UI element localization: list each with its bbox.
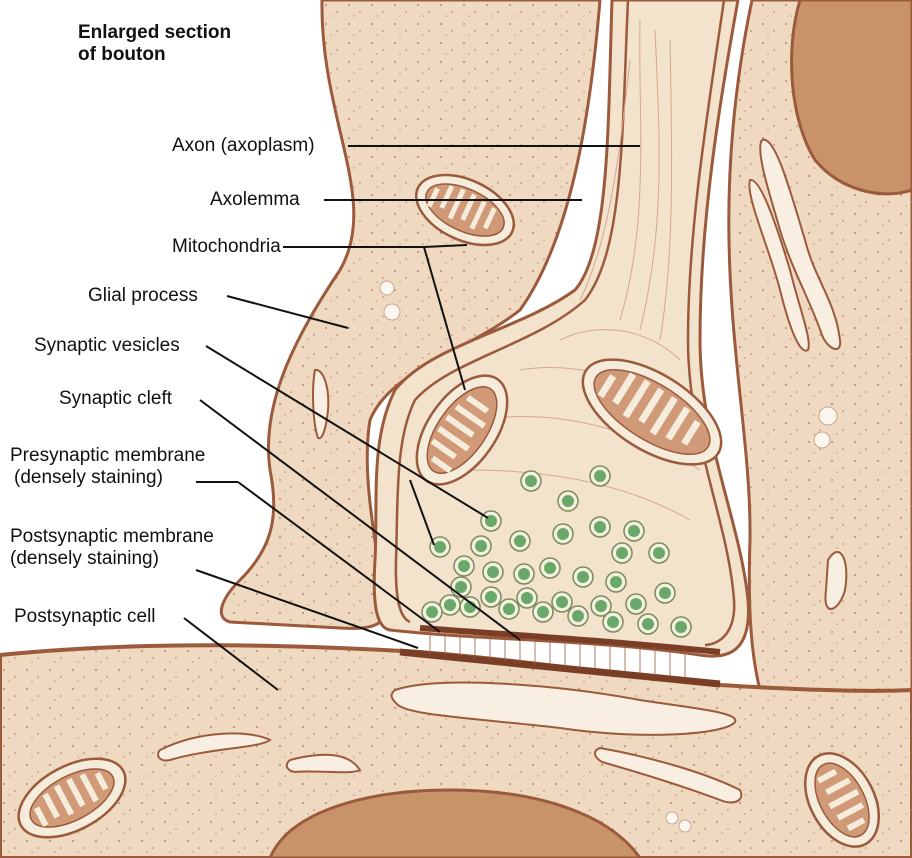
label-postsynaptic-membrane: Postsynaptic membrane (densely staining) bbox=[10, 526, 214, 570]
synaptic-vesicle-core bbox=[630, 598, 642, 610]
label-presynaptic-membrane: Presynaptic membrane (densely staining) bbox=[10, 445, 205, 489]
synaptic-vesicle-core bbox=[556, 596, 568, 608]
synaptic-vesicle-core bbox=[487, 566, 499, 578]
synaptic-vesicle-core bbox=[594, 470, 606, 482]
synaptic-vesicle-core bbox=[444, 599, 456, 611]
label-mitochondria: Mitochondria bbox=[172, 236, 281, 258]
synaptic-vesicle-core bbox=[610, 576, 622, 588]
synaptic-vesicle-core bbox=[426, 606, 438, 618]
label-postsynaptic-cell: Postsynaptic cell bbox=[14, 606, 156, 628]
synaptic-vesicle-core bbox=[518, 568, 530, 580]
synaptic-vesicle-core bbox=[503, 603, 515, 615]
label-axolemma: Axolemma bbox=[210, 189, 300, 211]
synaptic-vesicle-core bbox=[544, 562, 556, 574]
synaptic-vesicle-core bbox=[642, 618, 654, 630]
diagram-title: Enlarged section of bouton bbox=[78, 22, 231, 66]
label-presynaptic-line-1: Presynaptic membrane bbox=[10, 445, 205, 467]
synaptic-vesicle-core bbox=[475, 540, 487, 552]
synaptic-vesicle-core bbox=[525, 475, 537, 487]
synaptic-vesicle-core bbox=[659, 587, 671, 599]
synaptic-vesicle-core bbox=[577, 571, 589, 583]
synaptic-vesicle-core bbox=[458, 560, 470, 572]
label-glial-process: Glial process bbox=[88, 285, 198, 307]
label-axon: Axon (axoplasm) bbox=[172, 135, 315, 157]
synaptic-vesicle-core bbox=[616, 547, 628, 559]
synaptic-vesicle-core bbox=[455, 581, 467, 593]
synaptic-vesicle-core bbox=[653, 547, 665, 559]
label-synaptic-cleft: Synaptic cleft bbox=[59, 388, 172, 410]
synaptic-vesicle-core bbox=[521, 592, 533, 604]
synaptic-vesicle-core bbox=[628, 525, 640, 537]
synaptic-vesicle-core bbox=[485, 591, 497, 603]
title-line-2: of bouton bbox=[78, 44, 231, 66]
synaptic-vesicle-core bbox=[572, 610, 584, 622]
synaptic-vesicle-core bbox=[557, 528, 569, 540]
label-synaptic-vesicles: Synaptic vesicles bbox=[34, 335, 180, 357]
synaptic-vesicle-core bbox=[514, 535, 526, 547]
synaptic-vesicle-core bbox=[607, 616, 619, 628]
synaptic-vesicle-core bbox=[562, 495, 574, 507]
synaptic-vesicle-core bbox=[594, 521, 606, 533]
label-postsynaptic-line-1: Postsynaptic membrane bbox=[10, 526, 214, 548]
label-presynaptic-line-2: (densely staining) bbox=[10, 467, 205, 489]
synaptic-vesicle-core bbox=[434, 541, 446, 553]
synaptic-vesicle-core bbox=[595, 600, 607, 612]
title-line-1: Enlarged section bbox=[78, 22, 231, 44]
synaptic-vesicle-core bbox=[675, 621, 687, 633]
label-postsynaptic-line-2: (densely staining) bbox=[10, 548, 214, 570]
synaptic-vesicle-core bbox=[537, 606, 549, 618]
